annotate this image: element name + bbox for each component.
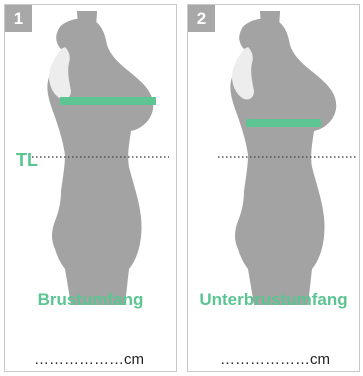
waist-line-label: TL bbox=[16, 150, 38, 171]
body-silhouette-figure bbox=[188, 5, 361, 373]
measurement-panel-underbust: 2 Unterbrustumfang ………………cm bbox=[187, 4, 360, 372]
body-silhouette-figure bbox=[5, 5, 178, 373]
measurement-blank-field[interactable]: ………………cm bbox=[34, 351, 144, 368]
measurement-label: Brustumfang bbox=[5, 290, 176, 310]
measurement-blank-field[interactable]: ………………cm bbox=[220, 351, 330, 368]
measurement-panel-bust: 1 TL Brustumfang ………………cm bbox=[4, 4, 177, 372]
measurement-label: Unterbrustumfang bbox=[188, 290, 359, 310]
